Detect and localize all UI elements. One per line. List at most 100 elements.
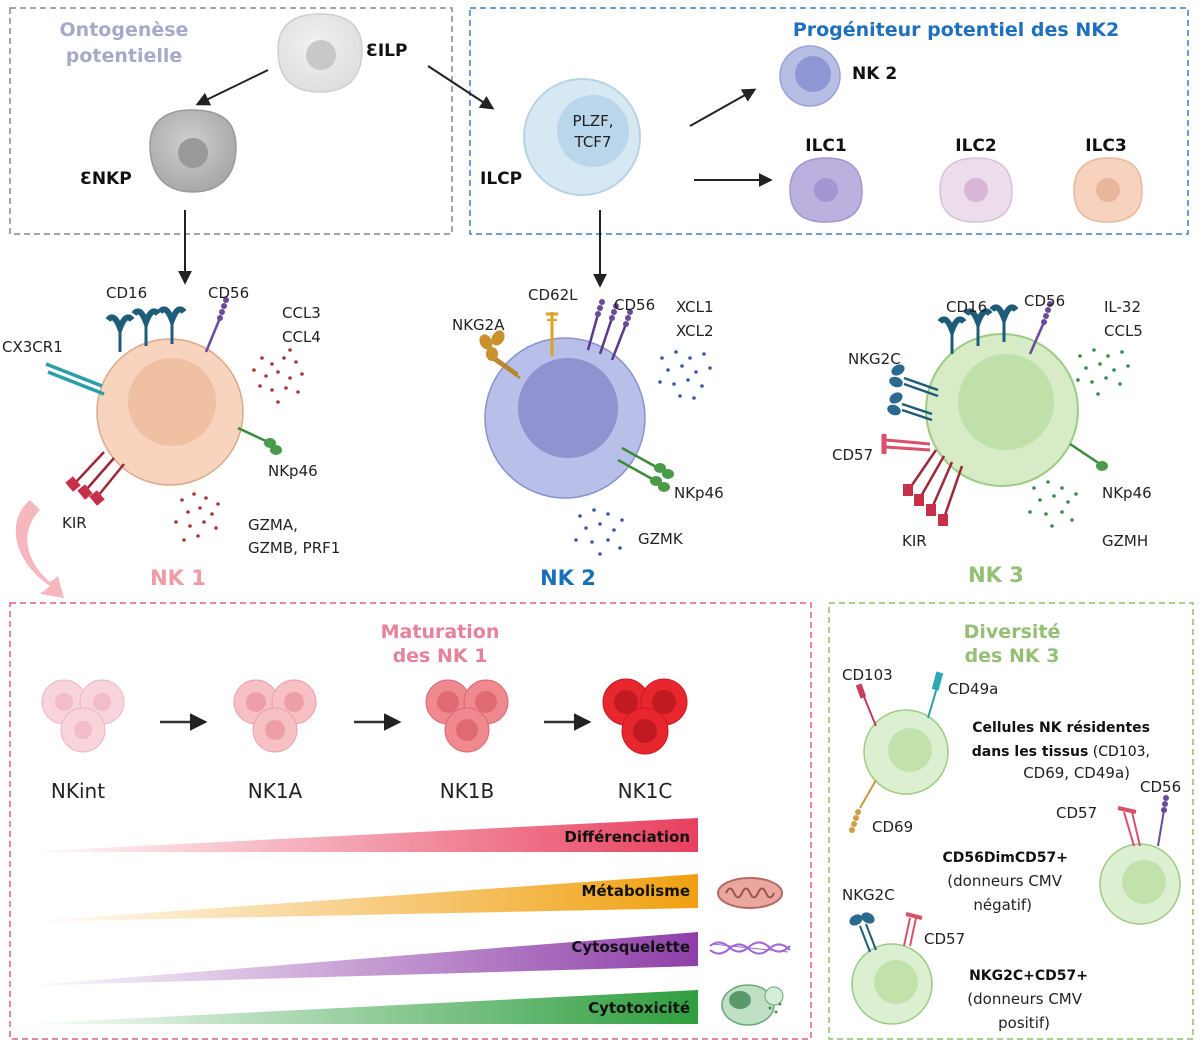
nk2-nkg2a-receptor [479,330,521,380]
nk2-nkg2a-label: NKG2A [452,316,505,334]
stage-nk1b: NK1B [440,779,495,803]
ilc1-cell [789,157,863,223]
nk1b-cluster [425,679,509,753]
stage-nk1a: NK1A [248,779,303,803]
ilc2-label: ILC2 [955,136,996,156]
progeniteur-box [469,7,1189,235]
nk3-cd16-receptors [937,304,1019,354]
nk2-cd62l-receptor [546,312,558,356]
nk3-cd56-receptor [1028,301,1053,355]
cytotoxic-cell-icon [721,984,784,1026]
nk3-cd56-label: CD56 [1024,292,1065,310]
gradient-metabolisme [20,874,698,922]
nk1-nkp46-receptor [237,426,282,455]
diversite-title: Diversité [964,621,1061,643]
resident-title-2: dans les tissus (CD103, [972,744,1150,760]
ontogenese-title-2: potentielle [66,45,183,67]
ilc1-label: ILC1 [805,136,846,156]
nk3-ccl5-label: CCL5 [1104,322,1143,340]
nk1-gzmb-label: GZMB, PRF1 [248,539,340,557]
nk3-cd57-label: CD57 [832,446,873,464]
nk3-nkg2c-label: NKG2C [848,350,901,368]
tcf7-label: TCF7 [574,133,612,151]
nk3-il32-label: IL-32 [1104,298,1141,316]
stage-nkint: NKint [51,779,105,803]
nk2-nkp46-receptors [617,446,674,492]
cd56dim-cell [1099,795,1181,925]
nk1-title: NK 1 [150,566,206,590]
nk2-cell [484,337,646,499]
cytoskeleton-icon [709,941,791,955]
nk1-ccl3-label: CCL3 [282,304,321,322]
enkp-label: ƐNKP [80,169,132,189]
nkg2c-cd57-cell [849,912,933,1025]
nk3-gzmh-label: GZMH [1102,532,1148,550]
cd56dim-line2: (donneurs CMV [947,872,1062,890]
div-cd49a-label: CD49a [948,680,998,698]
gradient-cytotoxicite [20,990,698,1024]
nk1-gzm-dots [174,492,220,542]
nk3-kir-receptors [903,449,964,526]
nk1-cx3cr1-label: CX3CR1 [2,338,63,356]
eilp-label: ƐILP [366,41,407,61]
label-cytotoxicite: Cytotoxicité [588,999,690,1017]
cd56dim-title: CD56DimCD57+ [943,850,1069,866]
maturation-title: Maturation [381,621,500,643]
label-differenciation: Différenciation [564,828,690,846]
nk1c-cluster [602,678,688,755]
nk2-small-label: NK 2 [852,64,897,84]
resident-nk-cell [849,671,949,833]
ilc3-label: ILC3 [1085,136,1126,156]
maturation-title-2: des NK 1 [393,645,488,667]
nk1-kir-label: KIR [62,514,87,532]
arrow-ilcp-nk2small [689,88,757,127]
nk1-maturation-curved-arrow [15,500,65,598]
stage-nk1c: NK1C [618,779,673,803]
resident-title-1: Cellules NK résidentes [972,720,1150,736]
mitochondria-icon [717,877,783,909]
nkg2c-line2: (donneurs CMV [967,990,1082,1008]
gradient-cytosquelette [20,932,698,986]
nk1-nkp46-label: NKp46 [268,462,318,480]
gradient-differenciation [20,818,698,852]
nk2-small-cell [779,45,841,107]
nk1-kir-receptors [65,451,125,506]
ilc3-cell [1073,157,1143,223]
nk2-gzmk-dots [574,508,624,556]
ilc2-cell [939,157,1013,223]
enkp-cell [149,109,237,193]
diversite-box [828,602,1194,1040]
nk3-cell [925,333,1079,487]
nk1-cd16-receptors [105,306,187,352]
nk1-cell [96,338,244,486]
nk3-nkg2c-receptors [887,364,939,422]
div-cd57b-label: CD57 [924,930,965,948]
nk1-ccl4-label: CCL4 [282,328,321,346]
nk3-cd16-label: CD16 [946,298,987,316]
nk1-gzma-label: GZMA, [248,516,298,534]
resident-title-3: CD69, CD49a) [1023,764,1130,782]
arrow-eilp-ilcp [427,65,495,110]
nk1-cd56-label: CD56 [208,284,249,302]
arrow-eilp-enkp [195,69,269,106]
nk1-cx3cr1-receptor [45,362,105,396]
nk3-title: NK 3 [968,563,1024,587]
plzf-label: PLZF, [572,112,613,130]
eilp-cell [277,13,363,93]
maturation-box [9,602,812,1040]
nk1-ccl-dots [252,348,304,404]
nk2-xcl2-label: XCL2 [676,322,714,340]
nk3-gzmh-dots [1028,480,1078,528]
nkg2c-title: NKG2C+CD57+ [969,968,1088,984]
div-nkg2c-label: NKG2C [842,886,895,904]
ilcp-label: ILCP [480,169,522,189]
ontogenese-title: Ontogenèse [60,19,189,41]
div-cd57a-label: CD57 [1056,804,1097,822]
nk1-cd16-label: CD16 [106,284,147,302]
nk2-title: NK 2 [540,566,596,590]
ilcp-cell [523,78,641,196]
nk2-xcl1-label: XCL1 [676,298,714,316]
nk3-il32-dots [1076,348,1130,396]
div-cd103-label: CD103 [842,666,893,684]
